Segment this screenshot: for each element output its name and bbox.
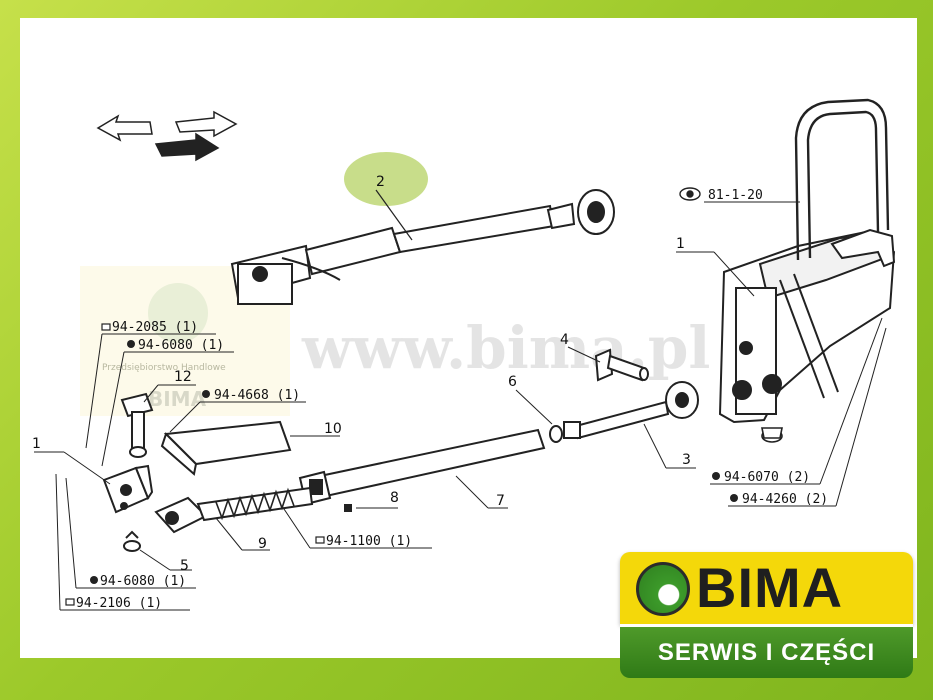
code-marker-icon xyxy=(315,536,325,544)
part-9-label: 9 xyxy=(258,536,267,552)
part-3-arm xyxy=(563,381,699,440)
code-marker-icon xyxy=(712,472,720,480)
code-94-4260: 94-4260 (2) xyxy=(742,492,828,507)
part-1-bracket xyxy=(718,228,896,424)
part-10-label: 10 xyxy=(324,421,342,437)
part-1-left-label: 1 xyxy=(32,436,41,452)
code-94-1100: 94-1100 (1) xyxy=(326,534,412,549)
part-8-label: 8 xyxy=(390,490,399,506)
parts-diagram: Przedsiębiorstwo Handlowe BIMA www.bima.… xyxy=(32,98,896,611)
watermark-url: www.bima.pl xyxy=(301,314,710,382)
part-2-highlight xyxy=(344,152,428,206)
part-8-bolt xyxy=(344,504,352,512)
part-4-label: 4 xyxy=(560,332,569,348)
part-5-clip xyxy=(123,530,141,552)
part-1-right-label: 1 xyxy=(676,236,685,252)
part-1-left-block xyxy=(102,464,154,514)
logo-tagline: SERWIS I CZĘŚCI xyxy=(657,639,876,666)
code-marker-icon xyxy=(90,576,98,584)
eye-icon xyxy=(679,187,701,201)
part-10-plate xyxy=(160,420,292,476)
part-12-clip xyxy=(120,392,154,458)
code-94-6070: 94-6070 (2) xyxy=(724,470,810,485)
code-94-2106: 94-2106 (1) xyxy=(76,596,162,611)
part-6-label: 6 xyxy=(508,374,517,390)
part-12-label: 12 xyxy=(174,369,192,385)
code-81-1-20: 81-1-20 xyxy=(708,188,763,203)
code-marker-icon xyxy=(202,390,210,398)
code-marker-icon xyxy=(101,323,111,331)
code-94-6080-top: 94-6080 (1) xyxy=(138,338,224,353)
code-94-4668: 94-4668 (1) xyxy=(214,388,300,403)
code-marker-icon xyxy=(730,494,738,502)
spring-icon xyxy=(215,487,295,521)
watermark-stamp-text: Przedsiębiorstwo Handlowe xyxy=(102,363,226,373)
watermark-stamp-brand: BIMA xyxy=(148,387,207,411)
code-94-2085: 94-2085 (1) xyxy=(112,320,198,335)
bima-logo: BIMA SERWIS I CZĘŚCI xyxy=(620,552,913,680)
part-7-tube xyxy=(298,428,546,506)
code-94-6080-bottom: 94-6080 (1) xyxy=(100,574,186,589)
part-7-label: 7 xyxy=(496,493,505,509)
part-3-label: 3 xyxy=(682,452,691,468)
part-9-arm-spring xyxy=(154,486,314,534)
part-6-ring xyxy=(549,425,563,443)
logo-top-panel: BIMA xyxy=(620,552,913,624)
code-marker-icon xyxy=(65,598,75,606)
u-bolt xyxy=(794,98,890,261)
bolt-icon xyxy=(761,427,783,443)
watermark-stamp-circle xyxy=(148,283,208,343)
logo-ball-icon xyxy=(636,562,690,616)
leader-2 xyxy=(375,189,413,241)
logo-brand: BIMA xyxy=(696,556,844,619)
part-5-label: 5 xyxy=(180,558,189,574)
direction-arrows-icon xyxy=(96,110,238,162)
part-2-label: 2 xyxy=(376,174,385,190)
logo-bottom-panel: SERWIS I CZĘŚCI xyxy=(620,624,913,678)
code-marker-icon xyxy=(127,340,135,348)
part-4-pin xyxy=(594,348,649,382)
diagram-canvas: Przedsiębiorstwo Handlowe BIMA www.bima.… xyxy=(20,18,917,658)
part-2-top-link xyxy=(230,189,615,305)
